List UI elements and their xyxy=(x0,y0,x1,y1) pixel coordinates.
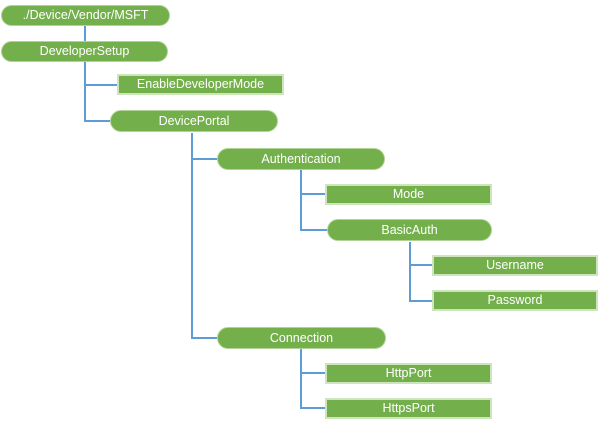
node-http-port: HttpPort xyxy=(325,363,492,384)
node-device-portal: DevicePortal xyxy=(110,110,278,132)
connector-connection-trunk xyxy=(300,349,325,409)
connector-developersetup-trunk xyxy=(84,62,110,122)
node-developer-setup: DeveloperSetup xyxy=(1,41,168,62)
node-enable-developer-mode: EnableDeveloperMode xyxy=(117,74,284,95)
node-username: Username xyxy=(432,255,598,276)
connector-authentication-trunk xyxy=(300,170,327,231)
connector-basicauth-trunk xyxy=(409,242,432,302)
node-authentication: Authentication xyxy=(217,148,385,170)
node-device-vendor-msft: ./Device/Vendor/MSFT xyxy=(1,5,170,26)
node-password: Password xyxy=(432,290,598,311)
node-https-port: HttpsPort xyxy=(325,398,492,419)
node-mode: Mode xyxy=(325,184,492,205)
node-connection: Connection xyxy=(217,327,386,349)
node-basic-auth: BasicAuth xyxy=(327,219,492,241)
connector-deviceportal-trunk xyxy=(191,133,217,339)
